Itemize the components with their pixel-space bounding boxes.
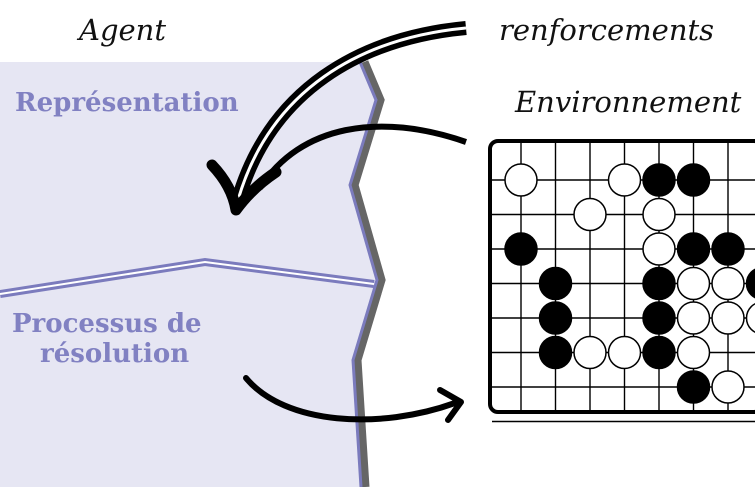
white-stone [711, 301, 745, 335]
black-stone [676, 232, 711, 266]
solver-label-line1: Processus de [12, 309, 202, 339]
black-stone [642, 301, 676, 335]
white-stone [607, 335, 642, 370]
observation-arrow [257, 123, 467, 190]
agent-title: Agent [76, 13, 166, 47]
go-board-stones [504, 163, 755, 404]
reinforcements-label: renforcements [499, 13, 714, 47]
white-stone [676, 266, 711, 301]
agent-edge [348, 60, 386, 487]
black-stone [745, 268, 755, 299]
white-stone [642, 197, 676, 232]
black-stone [711, 232, 745, 266]
agent-panel [0, 62, 381, 487]
black-stone [538, 301, 573, 335]
representation-label: Représentation [15, 88, 239, 118]
white-stone [676, 301, 711, 335]
white-stone [607, 163, 642, 197]
black-stone [642, 163, 676, 197]
white-stone [711, 266, 745, 301]
go-board [488, 139, 755, 423]
white-stone [745, 303, 755, 333]
black-stone [676, 163, 711, 197]
black-stone [538, 335, 573, 370]
white-stone [642, 232, 676, 266]
black-stone [504, 232, 538, 266]
black-stone [642, 266, 676, 301]
action-arrow [243, 375, 464, 423]
environment-label: Environnement [514, 85, 742, 119]
white-stone [504, 163, 538, 197]
white-stone [573, 335, 607, 370]
white-stone [676, 335, 711, 370]
black-stone [676, 370, 711, 404]
white-stone [711, 370, 745, 404]
black-stone [642, 335, 676, 370]
white-stone [573, 197, 607, 232]
agent-divider [0, 257, 375, 298]
black-stone [538, 266, 573, 301]
solver-label-line2: résolution [40, 339, 189, 369]
